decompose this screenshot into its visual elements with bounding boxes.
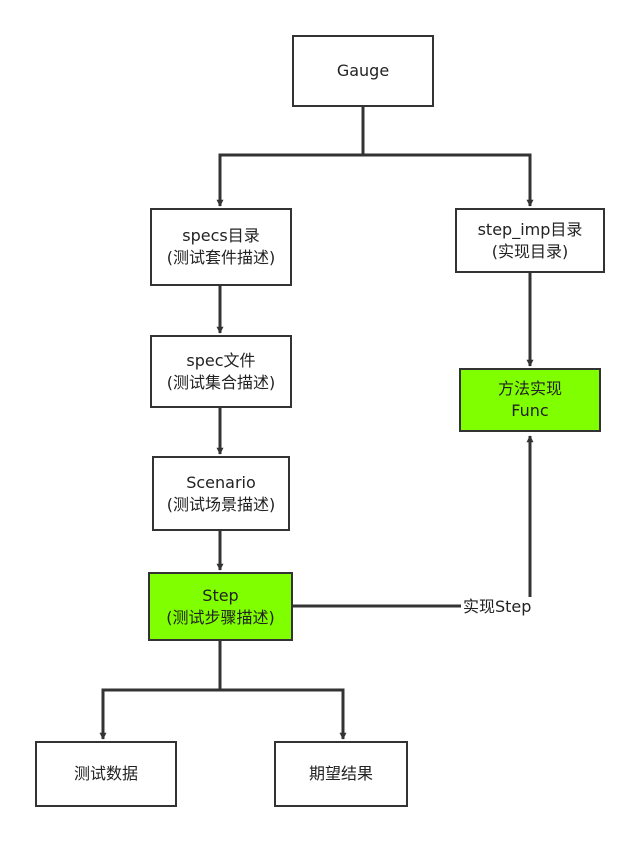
edge-label-implements-step: 实现Step	[461, 597, 534, 617]
node-func: 方法实现 Func	[459, 368, 601, 432]
node-test-data: 测试数据	[35, 741, 177, 807]
node-gauge-label: Gauge	[336, 61, 390, 80]
node-expected-result-label: 期望结果	[308, 764, 373, 783]
node-step-label: Step (测试步骤描述)	[166, 585, 275, 627]
node-func-label: 方法实现 Func	[497, 379, 562, 420]
node-specs-label: specs目录 (测试套件描述)	[166, 226, 276, 267]
node-spec-file: spec文件 (测试集合描述)	[150, 335, 292, 408]
node-step-imp-label: step_imp目录 (实现目录)	[477, 219, 583, 261]
node-expected-result: 期望结果	[274, 741, 408, 807]
edge-gauge-to-specs	[216, 107, 365, 207]
edge-step-to-expected	[220, 688, 347, 740]
edge-gauge-to-stepimp	[363, 153, 534, 207]
edge-step-to-func	[293, 435, 534, 608]
node-step-imp: step_imp目录 (实现目录)	[455, 208, 605, 273]
node-scenario-label: Scenario (测试场景描述)	[166, 472, 276, 514]
node-specs: specs目录 (测试套件描述)	[150, 208, 292, 286]
node-test-data-label: 测试数据	[73, 764, 138, 783]
node-spec-file-label: spec文件 (测试集合描述)	[166, 350, 276, 392]
node-step: Step (测试步骤描述)	[148, 572, 293, 641]
edge-step-to-testdata	[99, 641, 222, 740]
node-gauge: Gauge	[292, 35, 434, 107]
node-scenario: Scenario (测试场景描述)	[152, 456, 290, 531]
